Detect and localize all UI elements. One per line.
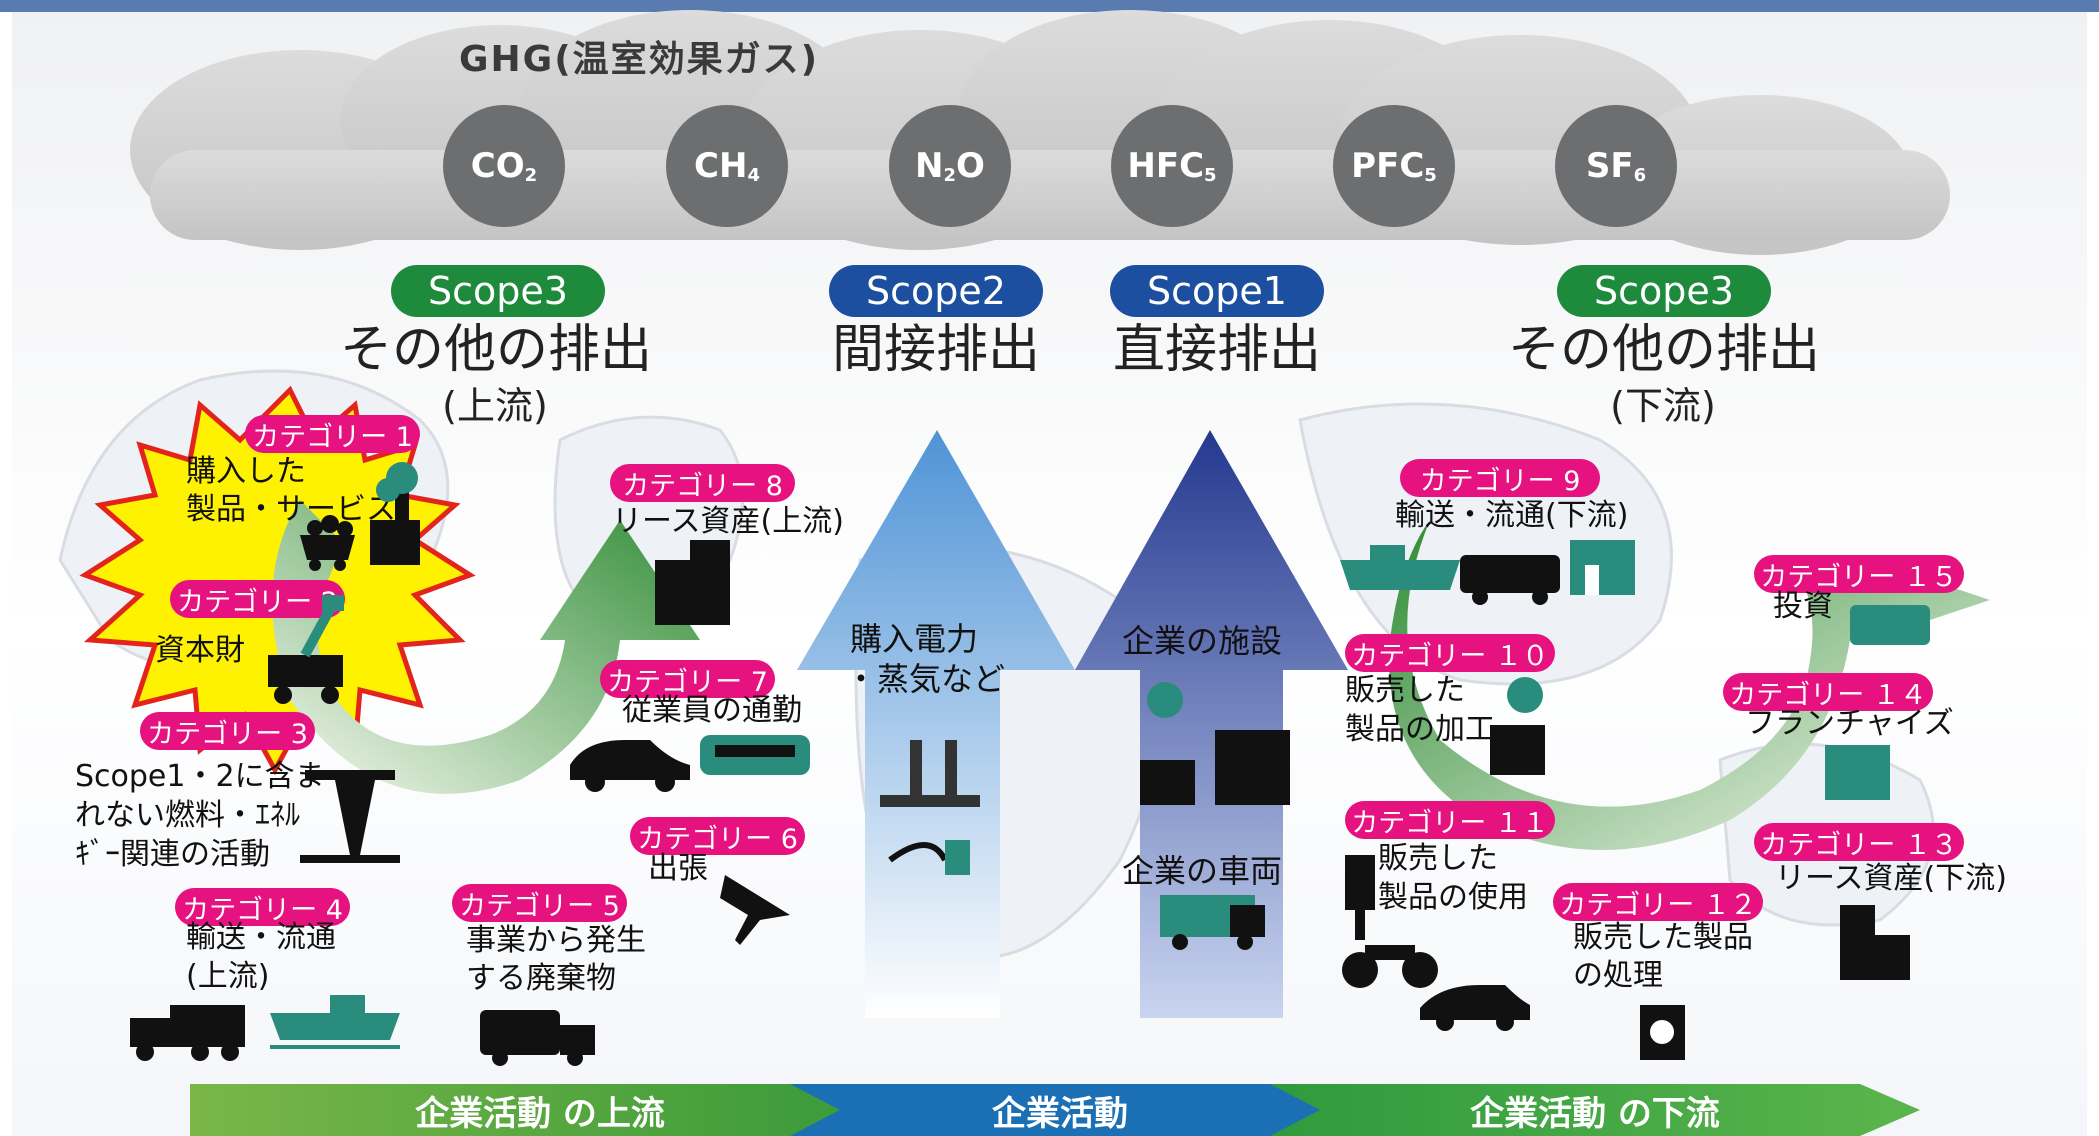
building-icon xyxy=(655,540,730,625)
band-downstream: 企業活動 の下流 xyxy=(1470,1093,1720,1134)
store-icon xyxy=(1570,540,1635,595)
scope2-title: 間接排出 xyxy=(831,320,1040,380)
category-3-line3: ｷﾞｰ関連の活動 xyxy=(75,837,270,872)
scope3-downstream-sub: (下流) xyxy=(1610,384,1716,428)
car-icon xyxy=(570,740,690,792)
outboard-motor-icon xyxy=(1345,855,1375,940)
scope2-badge: Scope2 xyxy=(829,265,1043,317)
band-upstream: 企業活動 の上流 xyxy=(415,1093,665,1134)
category-2-badge: カテゴリー 2 xyxy=(170,580,345,618)
scope2-line2: ・蒸気など xyxy=(845,660,1006,698)
category-12-badge: カテゴリー １２ xyxy=(1553,883,1763,921)
tow-truck-icon xyxy=(1460,555,1560,605)
category-5-badge: カテゴリー 5 xyxy=(452,884,627,922)
category-6-badge: カテゴリー 6 xyxy=(630,817,805,855)
power-plant-icon xyxy=(880,740,980,807)
coal-cart-icon xyxy=(300,515,355,571)
gas-sf6: SF6 xyxy=(1555,105,1677,227)
train-icon xyxy=(700,735,810,775)
category-3-badge: カテゴリー 3 xyxy=(140,712,315,750)
category-11-line1: 販売した xyxy=(1378,841,1498,876)
category-15-line1: 投資 xyxy=(1773,589,1833,624)
scope1-line2: 企業の車両 xyxy=(1122,852,1283,890)
scope3-upstream-badge: Scope3 xyxy=(391,265,605,317)
category-8-line1: リース資産(上流) xyxy=(612,504,844,539)
leased-building-icon xyxy=(1840,905,1910,980)
scope3-upstream-title: その他の排出 xyxy=(340,320,653,380)
category-4-line2: (上流) xyxy=(186,959,270,994)
category-15-badge: カテゴリー １５ xyxy=(1754,555,1964,593)
sedan-icon xyxy=(1420,985,1530,1031)
company-truck-icon xyxy=(1160,895,1265,950)
scope1-badge: Scope1 xyxy=(1110,265,1324,317)
category-14-line1: フランチャイズ xyxy=(1745,706,1954,741)
trash-bin-icon xyxy=(1640,1005,1685,1060)
band-main: 企業活動 xyxy=(992,1093,1128,1134)
motorcycle-icon xyxy=(1342,945,1438,988)
scope1-arrow xyxy=(1075,430,1348,1018)
gas-pfcs: PFC5 xyxy=(1333,105,1455,227)
scope3-upstream-sub: (上流) xyxy=(442,384,548,428)
top-bar xyxy=(0,0,2099,12)
category-10-line2: 製品の加工 xyxy=(1345,712,1495,747)
category-12-line1: 販売した製品 xyxy=(1573,920,1753,955)
category-4-badge: カテゴリー 4 xyxy=(175,888,350,926)
category-6-line1: 出張 xyxy=(648,851,708,886)
ghg-title: GHG(温室効果ガス) xyxy=(459,39,820,80)
category-2-line1: 資本財 xyxy=(155,633,245,668)
oil-pump-icon xyxy=(300,770,400,863)
category-8-badge: カテゴリー 8 xyxy=(610,464,795,502)
category-10-badge: カテゴリー １０ xyxy=(1345,634,1555,672)
gas-n2o: N2O xyxy=(889,105,1011,227)
cargo-ship-icon xyxy=(1340,545,1460,590)
ship-icon xyxy=(270,995,400,1049)
category-1-badge: カテゴリー 1 xyxy=(245,415,420,453)
scope3-downstream-title: その他の排出 xyxy=(1508,320,1821,380)
crane-truck-icon xyxy=(268,595,344,704)
category-7-line1: 従業員の通勤 xyxy=(622,693,802,728)
category-13-badge: カテゴリー １３ xyxy=(1754,823,1964,861)
scope1-title: 直接排出 xyxy=(1112,320,1321,380)
truck-icon xyxy=(130,1005,245,1061)
category-5-line2: する廃棄物 xyxy=(466,961,616,996)
category-13-line1: リース資産(下流) xyxy=(1775,861,2007,896)
downstream-loop-arrow xyxy=(1389,520,1990,850)
money-icon xyxy=(1850,605,1930,645)
category-11-line2: 製品の使用 xyxy=(1378,880,1528,915)
processing-factory-icon xyxy=(1490,677,1545,775)
scope1-line1: 企業の施設 xyxy=(1122,622,1283,660)
franchise-store-icon xyxy=(1825,745,1890,800)
category-7-badge: カテゴリー 7 xyxy=(600,660,775,698)
facility-icon xyxy=(1140,682,1290,805)
factory-icon xyxy=(370,462,420,565)
gas-hfcs: HFC5 xyxy=(1111,105,1233,227)
garbage-truck-icon xyxy=(480,1010,595,1066)
gas-co2: CO2 xyxy=(443,105,565,227)
category-9-line1: 輸送・流通(下流) xyxy=(1395,498,1629,533)
category-14-badge: カテゴリー １４ xyxy=(1723,673,1933,711)
category-3-line1: Scope1・2に含ま xyxy=(75,759,325,794)
category-10-line1: 販売した xyxy=(1345,673,1465,708)
category-5-line1: 事業から発生 xyxy=(466,923,646,958)
plug-icon xyxy=(888,840,970,875)
category-12-line2: の処理 xyxy=(1573,958,1663,993)
scope2-arrow xyxy=(797,430,1075,1018)
category-3-line2: れない燃料・ｴﾈﾙ xyxy=(75,798,300,833)
category-11-badge: カテゴリー １１ xyxy=(1345,801,1555,839)
gas-ch4: CH4 xyxy=(666,105,788,227)
category-9-badge: カテゴリー 9 xyxy=(1400,459,1600,497)
scope3-downstream-badge: Scope3 xyxy=(1557,265,1771,317)
upstream-loop-arrow xyxy=(272,500,700,794)
category-4-line1: 輸送・流通 xyxy=(186,920,336,955)
bottom-band-graphics xyxy=(190,1084,1920,1136)
airplane-icon xyxy=(720,875,790,945)
category-1-line1: 購入した xyxy=(186,454,306,489)
category-1-line2: 製品・サービス xyxy=(186,492,396,527)
scope2-line1: 購入電力 xyxy=(850,620,979,658)
